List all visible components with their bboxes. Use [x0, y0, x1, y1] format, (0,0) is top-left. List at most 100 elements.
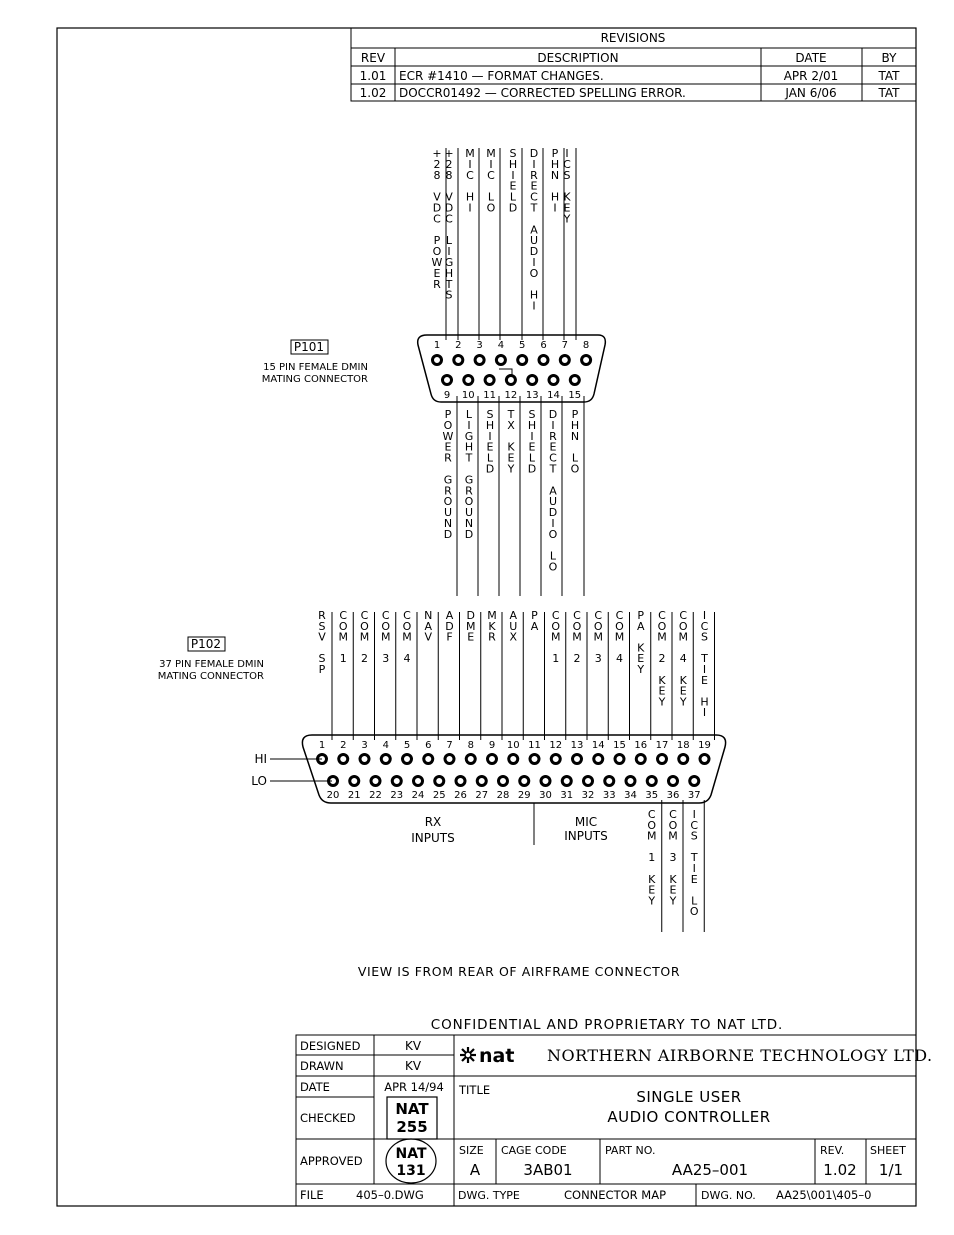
rev-row-1-by: TAT [877, 69, 900, 83]
approved-stamp-1: NAT [395, 1146, 426, 1162]
view-note: VIEW IS FROM REAR OF AIRFRAME CONNECTOR [358, 964, 680, 979]
p101-connector-shell [416, 334, 607, 403]
p102-wires [331, 612, 715, 932]
rx-label-1: RX [425, 815, 442, 829]
p101-desc-1: 15 PIN FEMALE DMIN [263, 362, 368, 373]
rev-header: REV [361, 51, 386, 65]
p102-pin [645, 775, 658, 787]
p102-desc-1: 37 PIN FEMALE DMIN [159, 659, 264, 670]
drawing-title-1: SINGLE USER [636, 1088, 741, 1106]
rev-row-2-description: DOCCR01492 — CORRECTED SPELLING ERROR. [399, 86, 686, 100]
p102-pin-number: 23 [390, 790, 403, 801]
p102-pin [549, 753, 562, 765]
p102-pin [667, 775, 679, 787]
p102-pin-number: 30 [539, 790, 552, 801]
p102-pin-number: 15 [613, 740, 626, 751]
p102-pin [464, 753, 477, 765]
mic-label-2: INPUTS [564, 829, 607, 843]
title-block [295, 1034, 917, 1207]
rx-label-2: INPUTS [411, 831, 454, 845]
p101-pin-number: 4 [498, 340, 504, 351]
p101-pin [547, 374, 560, 386]
approved-label: APPROVED [300, 1154, 363, 1168]
p101-pin-number: 15 [568, 390, 581, 401]
p102-pin [592, 753, 605, 765]
p102-pin-number: 12 [549, 740, 562, 751]
p101-jumper [499, 368, 513, 376]
p102-pin [634, 753, 647, 765]
p102-pin-number: 4 [383, 740, 389, 751]
p102-pin [518, 775, 531, 787]
p102-pin-number: 19 [698, 740, 711, 751]
p102-pin-number: 17 [656, 740, 669, 751]
nat-logo-icon: nat [460, 1045, 514, 1067]
p102-pin-number: 1 [319, 740, 325, 751]
p102-pin [688, 775, 701, 787]
p102-pin-number: 9 [489, 740, 495, 751]
cage-label: CAGE CODE [501, 1144, 567, 1157]
p102-pin-number: 25 [433, 790, 446, 801]
rev-row-1-date: APR 2/01 [784, 69, 839, 83]
p102-pin-number: 33 [603, 790, 616, 801]
p102-pin [337, 753, 350, 765]
p101-pin [504, 374, 517, 386]
drawn-value: KV [405, 1059, 422, 1073]
file-label: FILE [300, 1188, 324, 1202]
confidential-note: CONFIDENTIAL AND PROPRIETARY TO NAT LTD. [431, 1017, 783, 1033]
description-header: DESCRIPTION [537, 51, 618, 65]
rev-row-2-date: JAN 6/06 [784, 86, 836, 100]
p102-pin [422, 753, 435, 765]
p101-ref-box [290, 339, 329, 355]
file-value: 405–0.DWG [356, 1188, 424, 1202]
svg-text:nat: nat [479, 1045, 514, 1067]
p102-pin [656, 753, 668, 765]
p101-pin-number: 14 [547, 390, 560, 401]
p102-pin [433, 775, 446, 787]
p102-pin [454, 775, 467, 787]
p101-pin [568, 374, 581, 386]
p102-pin-number: 16 [634, 740, 647, 751]
p102-pin [571, 753, 583, 765]
hi-label: HI [254, 752, 267, 766]
p101-pin [462, 374, 475, 386]
p102-pin-number: 32 [582, 790, 595, 801]
p102-pin-number: 35 [645, 790, 658, 801]
p101-pin [483, 374, 496, 386]
p102-pin-number: 18 [677, 740, 690, 751]
p102-pin-number: 2 [340, 740, 346, 751]
size-value: A [470, 1161, 481, 1179]
mic-label-1: MIC [575, 815, 597, 829]
p101-pin-number: 9 [444, 390, 450, 401]
p102-pin-number: 34 [624, 790, 637, 801]
p102-desc-2: MATING CONNECTOR [158, 671, 264, 682]
p101-wires [445, 148, 585, 596]
p102-ref: P102 [191, 637, 221, 651]
p102-pin-number: 37 [688, 790, 701, 801]
p102-pin [528, 753, 541, 765]
p102-pin-number: 20 [327, 790, 340, 801]
p102-pin [379, 753, 392, 765]
p101-pin [494, 354, 507, 366]
p101-pin [441, 374, 453, 386]
p101-desc-2: MATING CONNECTOR [262, 374, 368, 385]
